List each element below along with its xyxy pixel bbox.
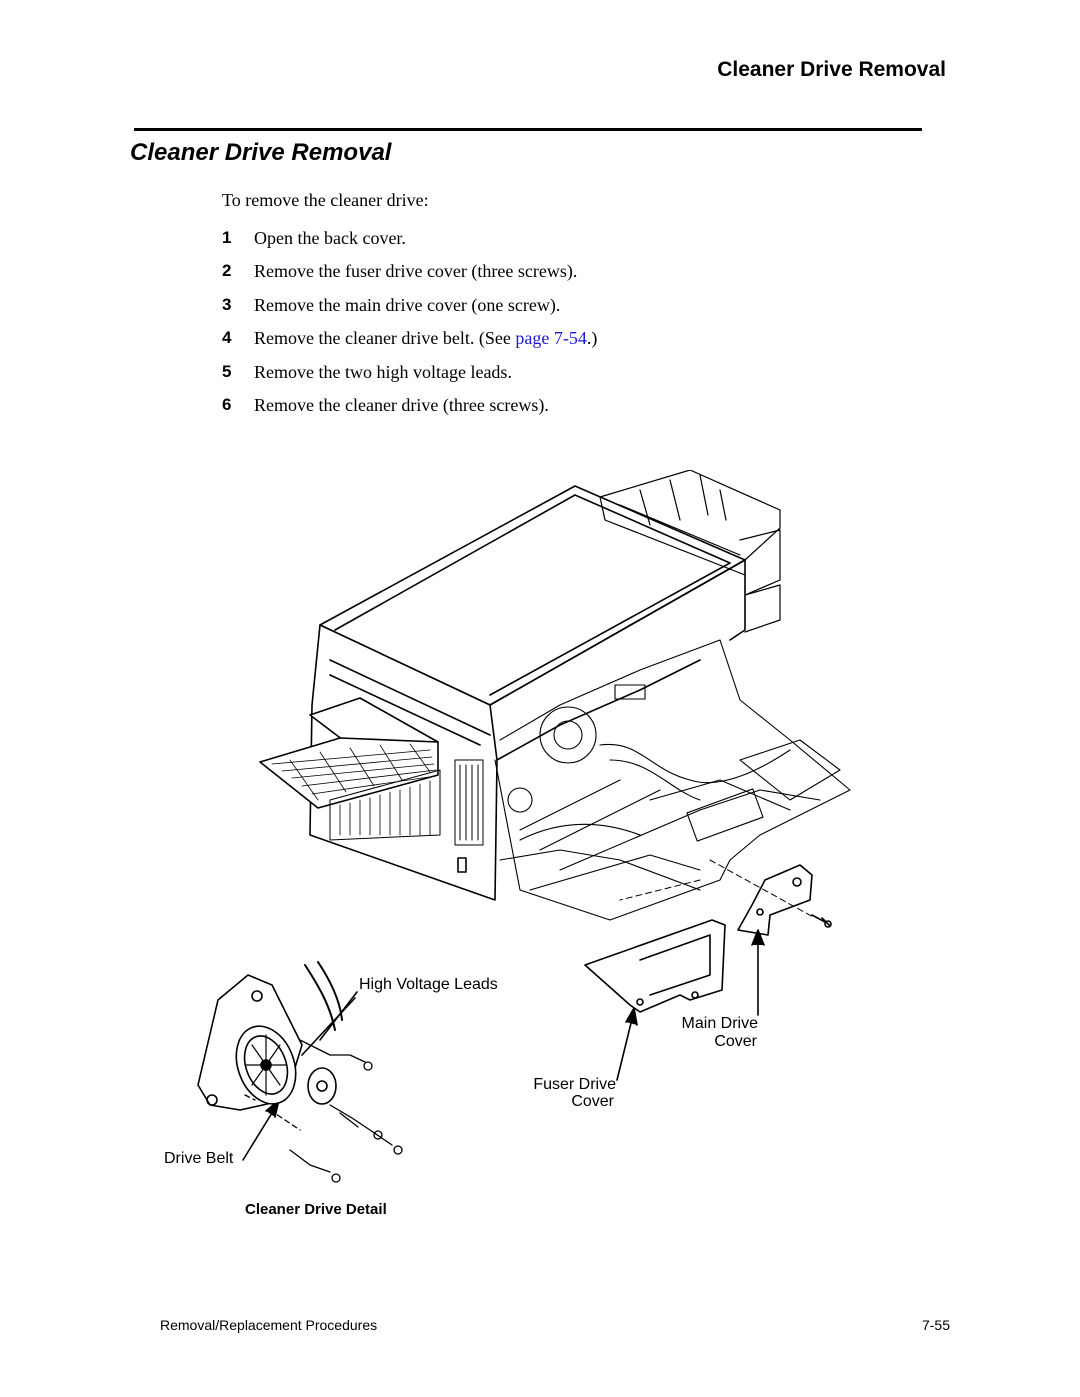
step-number: 6 <box>222 394 232 414</box>
running-header-title: Cleaner Drive Removal <box>717 58 946 81</box>
label-main-drive: Main Drive <box>681 1015 758 1032</box>
figure-caption: Cleaner Drive Detail <box>245 1201 387 1218</box>
step-text-before: Remove the cleaner drive belt. (See <box>254 328 516 349</box>
step-text-with-link: Remove the cleaner drive belt. (See page… <box>254 326 597 350</box>
step-number: 2 <box>222 261 232 281</box>
step-number: 5 <box>222 361 232 381</box>
internal-mechanism <box>494 639 851 921</box>
footer-chapter-title: Removal/Replacement Procedures <box>160 1317 378 1333</box>
label-fuser-drive: Fuser Drive <box>533 1076 616 1093</box>
header-rule <box>134 128 922 131</box>
label-main-drive-cover: Cover <box>714 1033 757 1050</box>
callout-arrows <box>242 929 765 1161</box>
label-high-voltage-leads: High Voltage Leads <box>359 976 498 993</box>
step-text: Remove the cleaner drive (three screws). <box>254 394 549 415</box>
cleaner-drive-detail-drawing <box>197 961 403 1183</box>
intro-text: To remove the cleaner drive: <box>222 190 429 210</box>
step-text-after: .) <box>586 328 598 349</box>
footer-page-number: 7-55 <box>921 1317 950 1333</box>
step-text: Remove the fuser drive cover (three scre… <box>254 261 578 282</box>
step-number: 1 <box>222 228 232 247</box>
section-title: Cleaner Drive Removal <box>130 139 392 166</box>
step-text: Remove the two high voltage leads. <box>254 361 512 382</box>
paper-tray <box>259 697 439 809</box>
step-number: 3 <box>222 294 232 314</box>
main-drive-cover-part <box>709 859 832 936</box>
label-drive-belt: Drive Belt <box>164 1150 234 1167</box>
page-reference-link[interactable]: page 7-54 <box>515 328 587 349</box>
printer-exploded-illustration <box>197 470 851 1183</box>
step-text: Open the back cover. <box>254 228 406 248</box>
label-fuser-drive-cover: Cover <box>571 1093 614 1110</box>
fuser-drive-cover-part <box>584 879 726 1013</box>
step-number: 4 <box>222 328 232 348</box>
printer-body <box>309 485 746 901</box>
step-text: Remove the main drive cover (one screw). <box>254 294 561 315</box>
back-cover-frame <box>599 470 781 633</box>
